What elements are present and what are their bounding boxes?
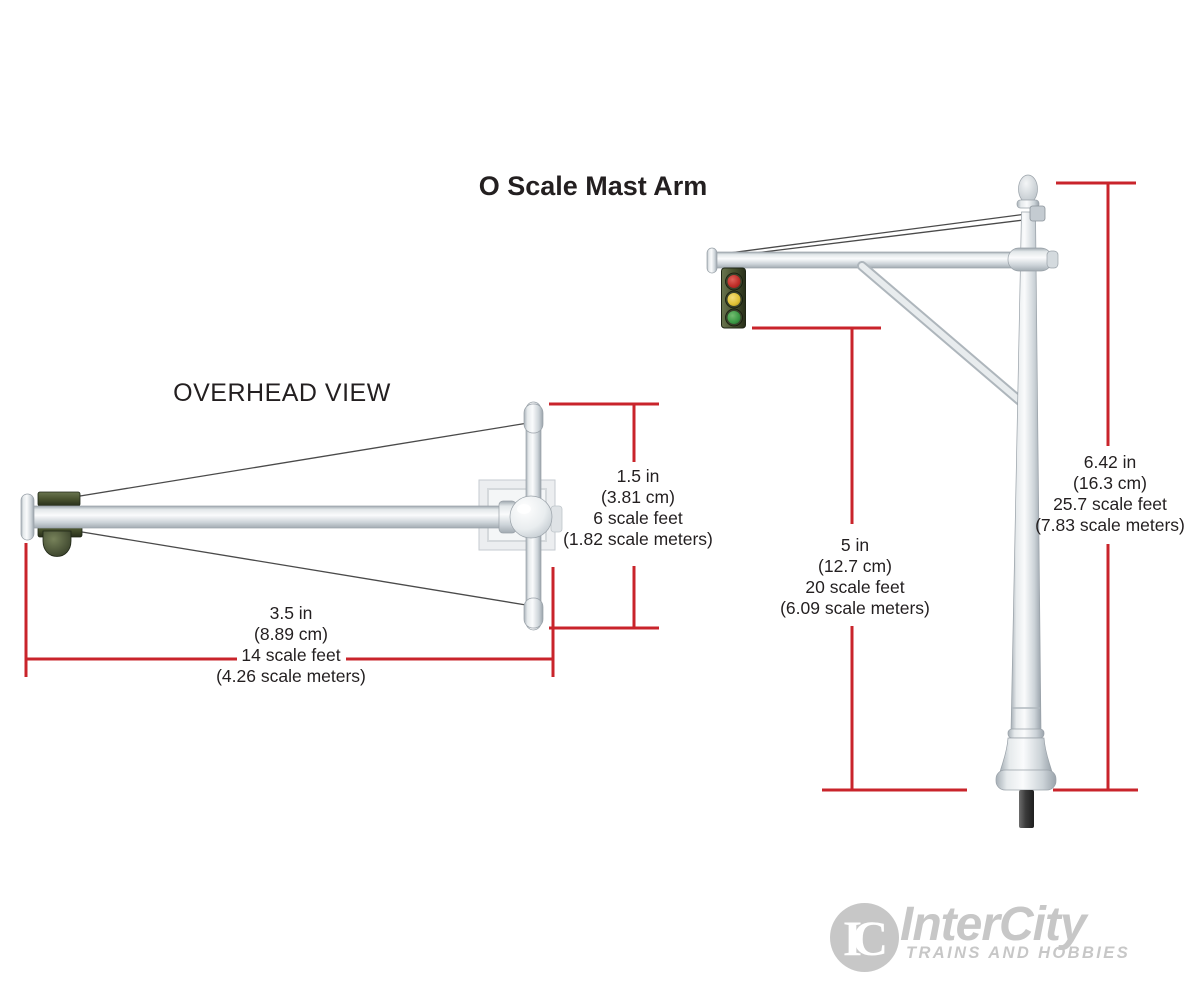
logo-brand-name: InterCity xyxy=(900,898,1087,951)
dim-value-scale-meters: (4.26 scale meters) xyxy=(216,666,366,686)
overhead-pivot-ball xyxy=(509,495,553,539)
dimension-label-arm-length: 3.5 in (8.89 cm) 14 scale feet (4.26 sca… xyxy=(216,603,366,687)
dim-value-in: 6.42 in xyxy=(1083,452,1137,472)
dim-value-scale-meters: (1.82 scale meters) xyxy=(563,529,713,549)
overhead-mast-arm xyxy=(20,493,517,541)
dim-value-scale-feet: 6 scale feet xyxy=(593,508,683,528)
mast-finial xyxy=(1016,174,1040,209)
logo-ic-monogram-icon: IC xyxy=(830,903,899,972)
overhead-guy-wires xyxy=(73,422,529,606)
dim-value-in: 1.5 in xyxy=(616,466,660,486)
dim-value-cm: (16.3 cm) xyxy=(1073,473,1147,493)
arm-hub-collar xyxy=(1007,247,1059,272)
logo-tagline: TRAINS AND HOBBIES xyxy=(906,944,1131,962)
mounting-pin xyxy=(1019,790,1034,828)
dimension-label-mast-height: 6.42 in (16.3 cm) 25.7 scale feet (7.83 … xyxy=(1035,452,1185,536)
overhead-view-label: OVERHEAD VIEW xyxy=(173,379,391,407)
dimension-label-crossbar-width: 1.5 in (3.81 cm) 6 scale feet (1.82 scal… xyxy=(563,466,713,550)
side-view-diagram xyxy=(706,174,1059,828)
dim-value-scale-meters: (6.09 scale meters) xyxy=(780,598,930,618)
dim-value-scale-meters: (7.83 scale meters) xyxy=(1035,515,1185,535)
dimension-lines xyxy=(24,181,1138,792)
side-guy-wires xyxy=(713,212,1035,259)
signal-light-yellow xyxy=(725,290,743,309)
dim-value-scale-feet: 20 scale feet xyxy=(805,577,905,597)
dim-value-scale-feet: 14 scale feet xyxy=(241,645,341,665)
dimension-arm-length-lines xyxy=(24,543,555,677)
dim-value-cm: (8.89 cm) xyxy=(254,624,328,644)
overhead-view-diagram xyxy=(20,401,563,631)
dim-value-in: 5 in xyxy=(840,535,870,555)
dimension-label-signal-clearance: 5 in (12.7 cm) 20 scale feet (6.09 scale… xyxy=(780,535,930,619)
signal-light-green xyxy=(725,308,743,327)
dimension-signal-clearance-lines xyxy=(752,326,881,790)
dim-value-cm: (3.81 cm) xyxy=(601,487,675,507)
signal-light-red xyxy=(725,272,743,291)
wire-attachment-box xyxy=(1029,205,1046,222)
side-diagonal-brace xyxy=(857,261,1032,412)
dim-value-scale-feet: 25.7 scale feet xyxy=(1053,494,1167,514)
dimension-mast-height-lines xyxy=(1056,181,1136,790)
dim-value-cm: (12.7 cm) xyxy=(818,556,892,576)
dimension-crossbar-width-lines xyxy=(549,402,659,630)
dim-value-in: 3.5 in xyxy=(269,603,313,623)
mast-base xyxy=(995,728,1057,791)
page-title: O Scale Mast Arm xyxy=(478,171,708,201)
traffic-signal-head xyxy=(721,267,746,329)
logo-monogram-text: IC xyxy=(842,909,888,966)
